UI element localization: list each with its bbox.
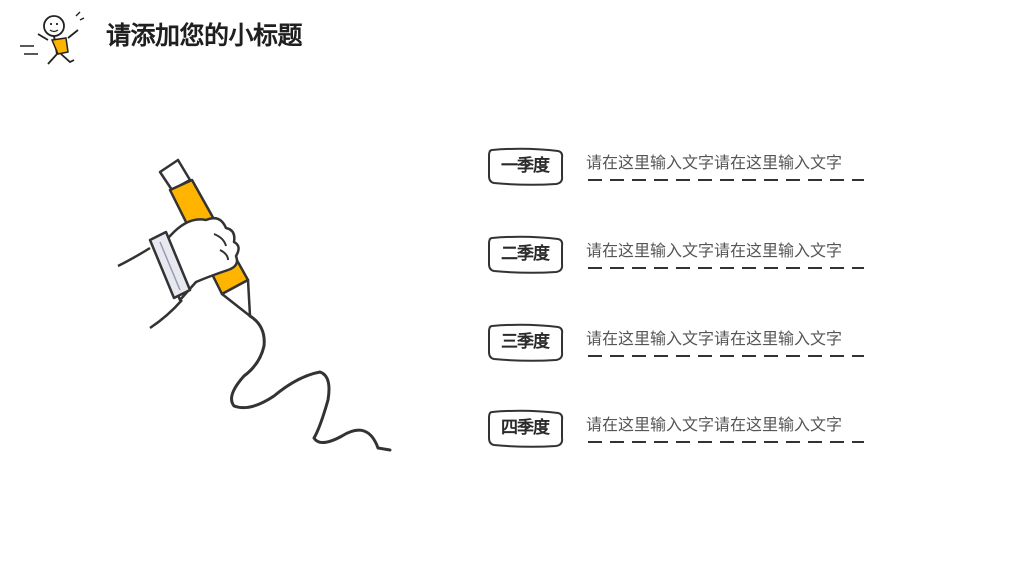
list-item: 三季度 请在这里输入文字请在这里输入文字 — [486, 322, 876, 372]
quarter-label: 二季度 — [501, 244, 550, 264]
hand-holding-marker-icon — [117, 158, 392, 452]
dashed-underline — [588, 355, 864, 357]
quarter-label-box: 一季度 — [486, 146, 564, 186]
dashed-underline — [588, 267, 864, 269]
item-text[interactable]: 请在这里输入文字请在这里输入文字 — [586, 329, 843, 348]
running-stick-figure-icon — [20, 11, 85, 65]
dashed-underline — [588, 179, 864, 181]
item-text[interactable]: 请在这里输入文字请在这里输入文字 — [586, 153, 843, 172]
list-item: 四季度 请在这里输入文字请在这里输入文字 — [486, 408, 876, 458]
page-title: 请添加您的小标题 — [106, 21, 303, 50]
list-item: 二季度 请在这里输入文字请在这里输入文字 — [486, 234, 876, 284]
quarter-label-box: 二季度 — [486, 234, 564, 274]
quarter-label-box: 三季度 — [486, 322, 564, 362]
quarter-label: 四季度 — [501, 418, 550, 438]
item-text[interactable]: 请在这里输入文字请在这里输入文字 — [586, 241, 843, 260]
list-item: 一季度 请在这里输入文字请在这里输入文字 — [486, 146, 876, 196]
item-text[interactable]: 请在这里输入文字请在这里输入文字 — [586, 415, 843, 434]
quarter-label: 一季度 — [501, 156, 550, 176]
quarter-label: 三季度 — [501, 332, 550, 352]
dashed-underline — [588, 441, 864, 443]
quarter-label-box: 四季度 — [486, 408, 564, 448]
